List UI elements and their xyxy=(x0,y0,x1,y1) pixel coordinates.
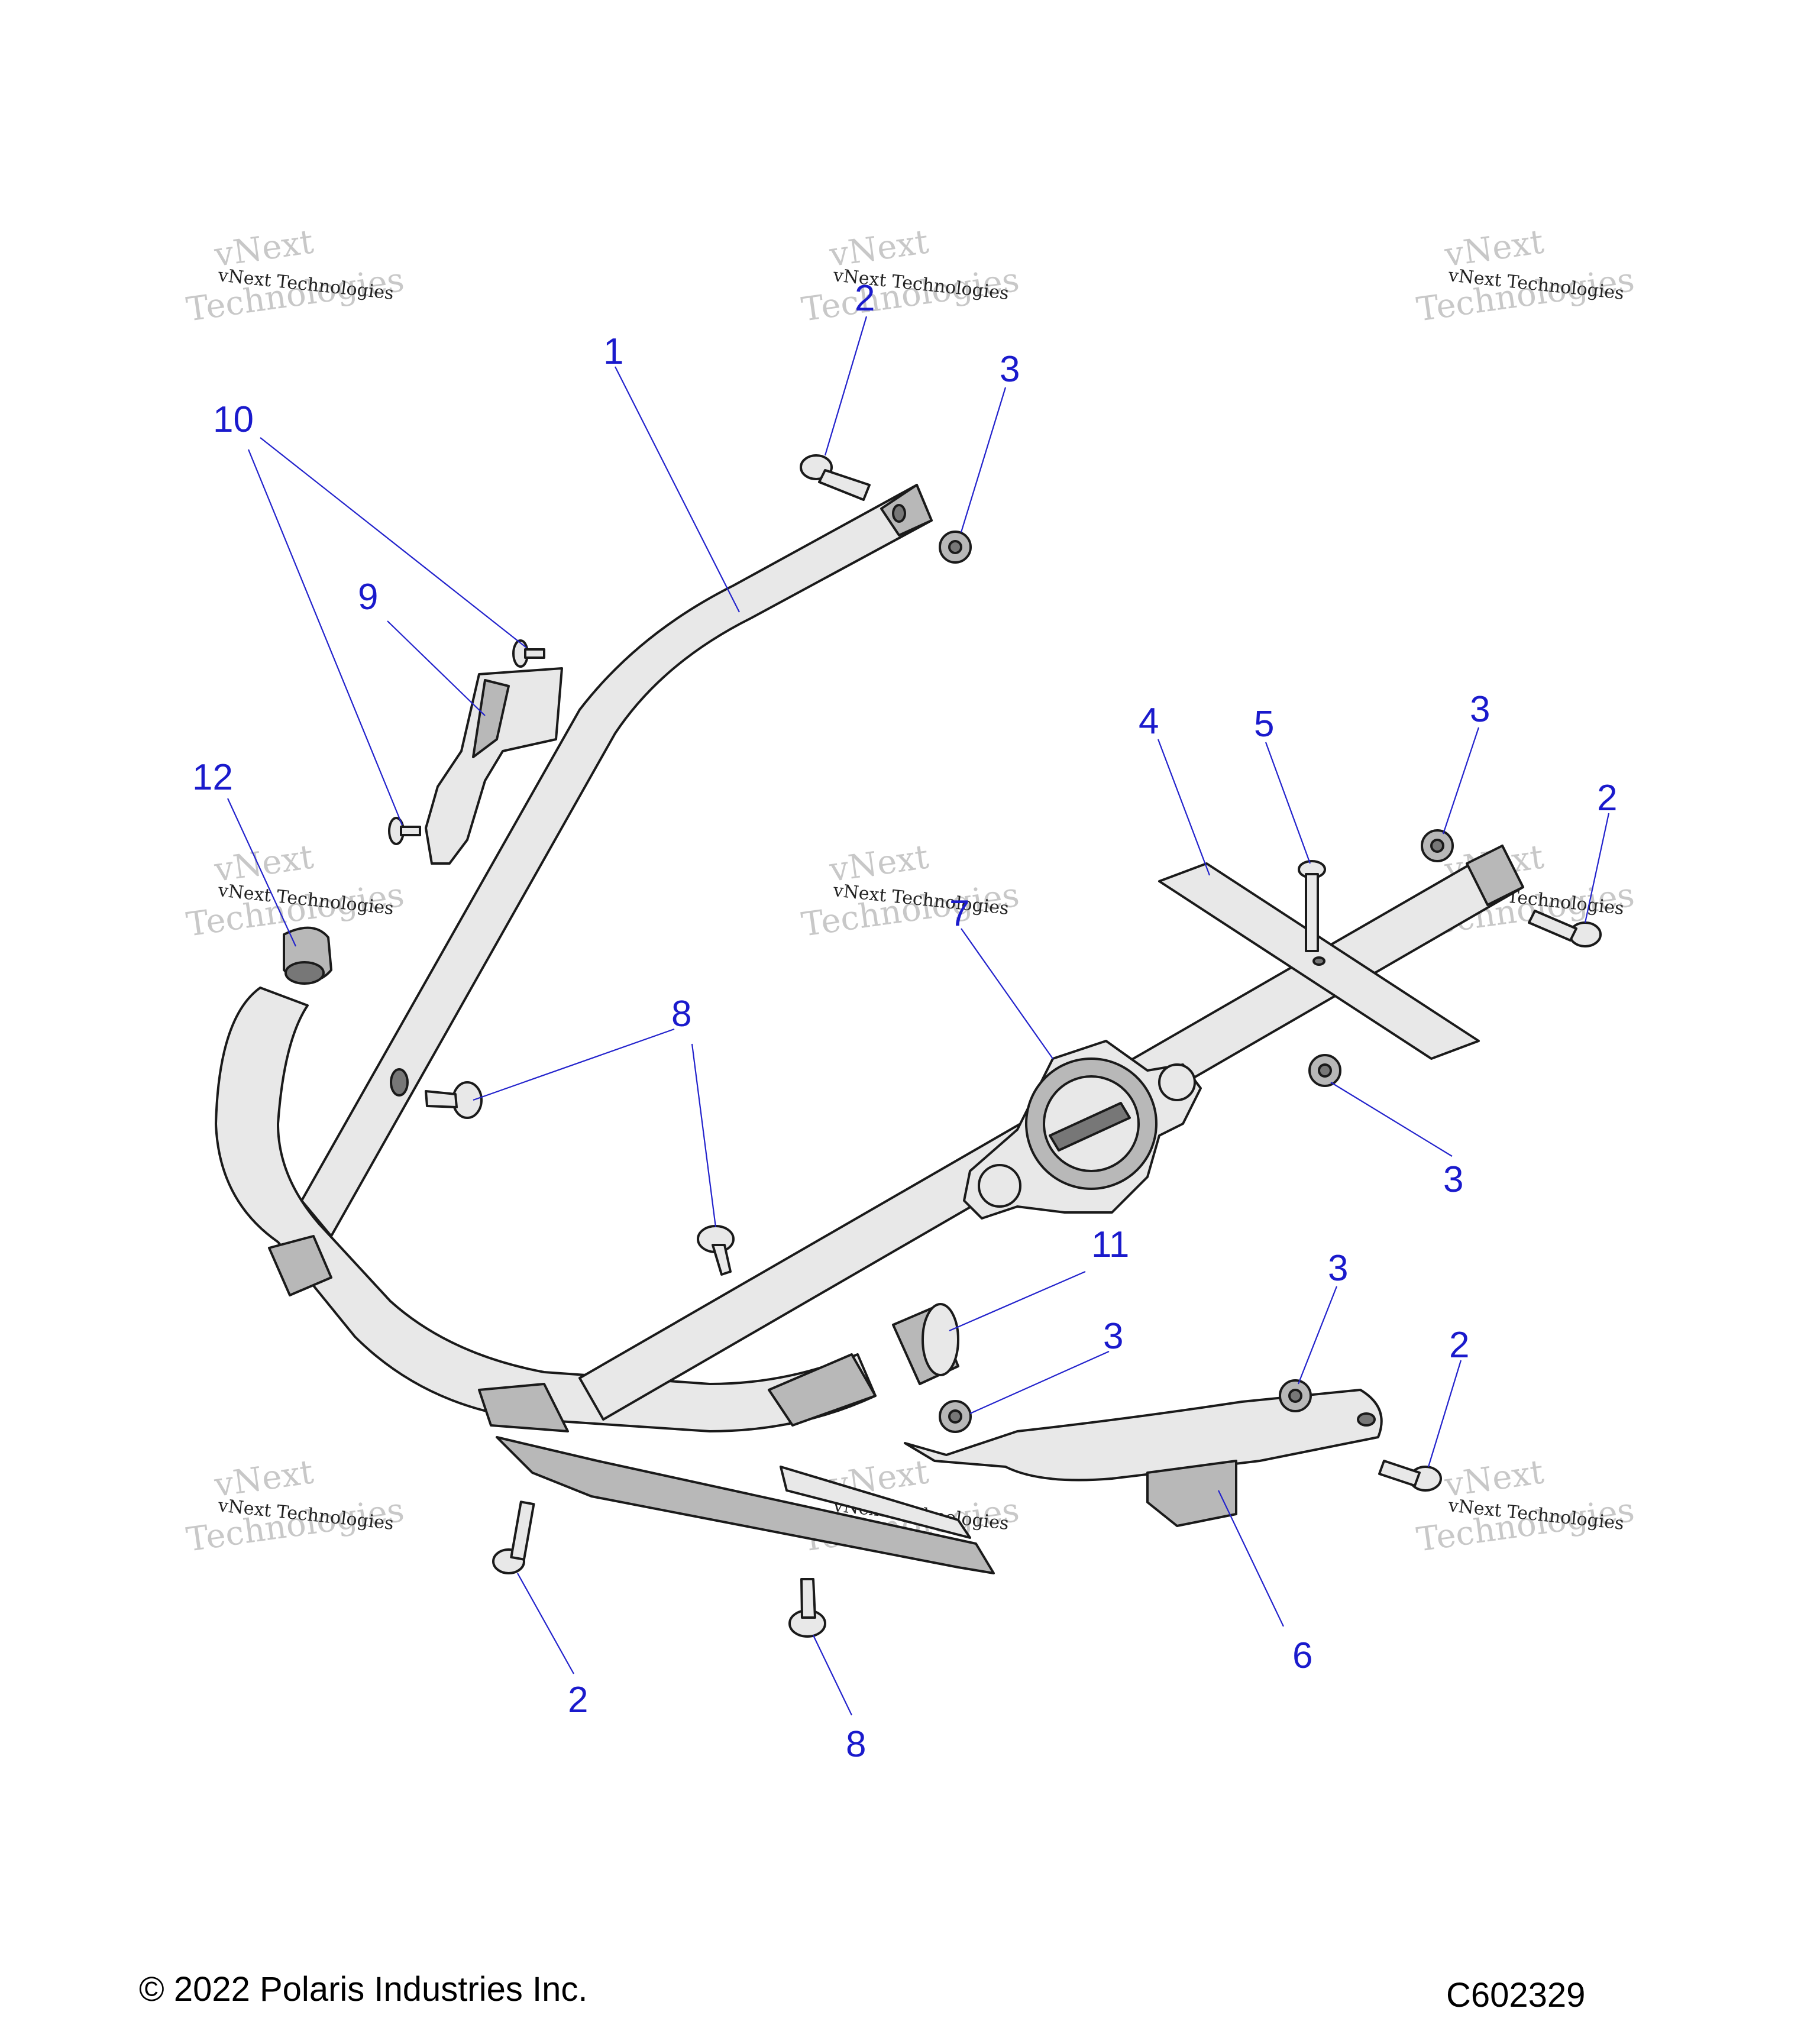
part-3-nut-mid-right xyxy=(1308,1054,1341,1087)
part-10-clip-top xyxy=(512,639,545,668)
watermark-bottom-left: vNext Technologies xyxy=(184,1453,406,1559)
leader-8c xyxy=(813,1635,852,1716)
leader-1 xyxy=(615,366,740,613)
copyright-text: © 2022 Polaris Industries Inc. xyxy=(139,1970,588,2009)
watermark-top-center: vNext Technologies xyxy=(799,222,1021,329)
part-4-plate xyxy=(1158,862,1480,1060)
callout-5: 5 xyxy=(1254,704,1274,745)
part-1-upper-frame-tube xyxy=(300,484,933,1237)
callout-11: 11 xyxy=(1091,1224,1129,1265)
leader-lines xyxy=(227,316,1610,1716)
part-7-tow-plate xyxy=(963,1040,1202,1220)
watermark-mid-center: vNext Technologies xyxy=(799,837,1021,944)
callout-3-top: 3 xyxy=(1000,349,1020,390)
leader-8a xyxy=(473,1028,675,1101)
callout-1: 1 xyxy=(603,331,623,372)
callout-labels: 1 2 2 2 2 3 3 3 3 3 4 5 6 7 8 8 9 10 11 … xyxy=(192,278,1617,1765)
part-12-cap xyxy=(283,926,332,985)
callout-12: 12 xyxy=(192,757,233,798)
part-3-nut-lower-right xyxy=(1279,1379,1312,1412)
leader-2d xyxy=(517,1573,574,1674)
leader-2b xyxy=(1584,813,1610,923)
callout-8-bottom: 8 xyxy=(846,1724,866,1765)
watermark-top-right: vNext Technologies xyxy=(1414,222,1637,329)
leader-3e xyxy=(1297,1286,1338,1385)
part-3-nut-right xyxy=(1421,829,1454,862)
leader-2c xyxy=(1427,1360,1462,1467)
leader-5 xyxy=(1265,742,1311,864)
part-8-rivet-middle xyxy=(697,1225,735,1276)
callout-2-right: 2 xyxy=(1597,778,1617,819)
callout-6: 6 xyxy=(1292,1635,1312,1676)
callout-2-lower-right: 2 xyxy=(1449,1325,1469,1366)
callout-7: 7 xyxy=(949,893,969,934)
part-3-nut-lower-center xyxy=(939,1400,972,1433)
leader-6 xyxy=(1218,1490,1284,1627)
part-11-grommet xyxy=(892,1303,959,1385)
leader-8b xyxy=(691,1043,717,1228)
part-8-rivet-upper xyxy=(425,1081,483,1119)
part-5-bolt xyxy=(1298,860,1326,952)
part-2-bolt-bottom xyxy=(492,1500,535,1574)
part-2-bolt-top xyxy=(800,454,871,501)
part-3-nut-top xyxy=(939,531,972,564)
callout-8-upper: 8 xyxy=(671,994,691,1034)
leader-12 xyxy=(227,798,296,947)
callout-4: 4 xyxy=(1139,701,1159,742)
leader-11 xyxy=(949,1270,1086,1332)
watermark-bottom-right: vNext Technologies xyxy=(1414,1453,1637,1559)
callout-3-lower-right: 3 xyxy=(1328,1248,1348,1289)
watermark-mid-left: vNext Technologies xyxy=(184,837,406,944)
leader-10a xyxy=(260,437,527,648)
leader-2a xyxy=(824,316,868,456)
leader-4 xyxy=(1157,739,1211,876)
leader-7 xyxy=(961,928,1053,1059)
callout-3-mid-right: 3 xyxy=(1443,1159,1463,1200)
watermark-top-left: vNext Technologies xyxy=(184,222,406,329)
leader-3b xyxy=(1442,727,1480,835)
diagram-code: C602329 xyxy=(1446,1976,1586,2014)
leader-3a xyxy=(960,387,1007,533)
skid-plate xyxy=(496,1436,995,1574)
callout-3-lower-center: 3 xyxy=(1103,1316,1123,1357)
callout-10: 10 xyxy=(213,399,254,440)
leader-3d xyxy=(969,1350,1110,1415)
leader-3c xyxy=(1330,1082,1453,1157)
callout-3-right: 3 xyxy=(1470,689,1490,730)
callout-2-top: 2 xyxy=(855,278,875,319)
part-10-clip-bottom xyxy=(388,817,421,845)
leader-10b xyxy=(247,449,403,826)
part-9-bracket xyxy=(425,667,563,865)
callout-2-bottom: 2 xyxy=(568,1680,588,1720)
part-8-rivet-bottom xyxy=(788,1578,826,1638)
part-6-side-bracket xyxy=(904,1389,1383,1527)
part-2-bolt-lower-right xyxy=(1378,1460,1442,1492)
callout-9: 9 xyxy=(358,577,378,617)
bumper-front-loop xyxy=(215,987,877,1432)
leader-9 xyxy=(387,620,486,716)
